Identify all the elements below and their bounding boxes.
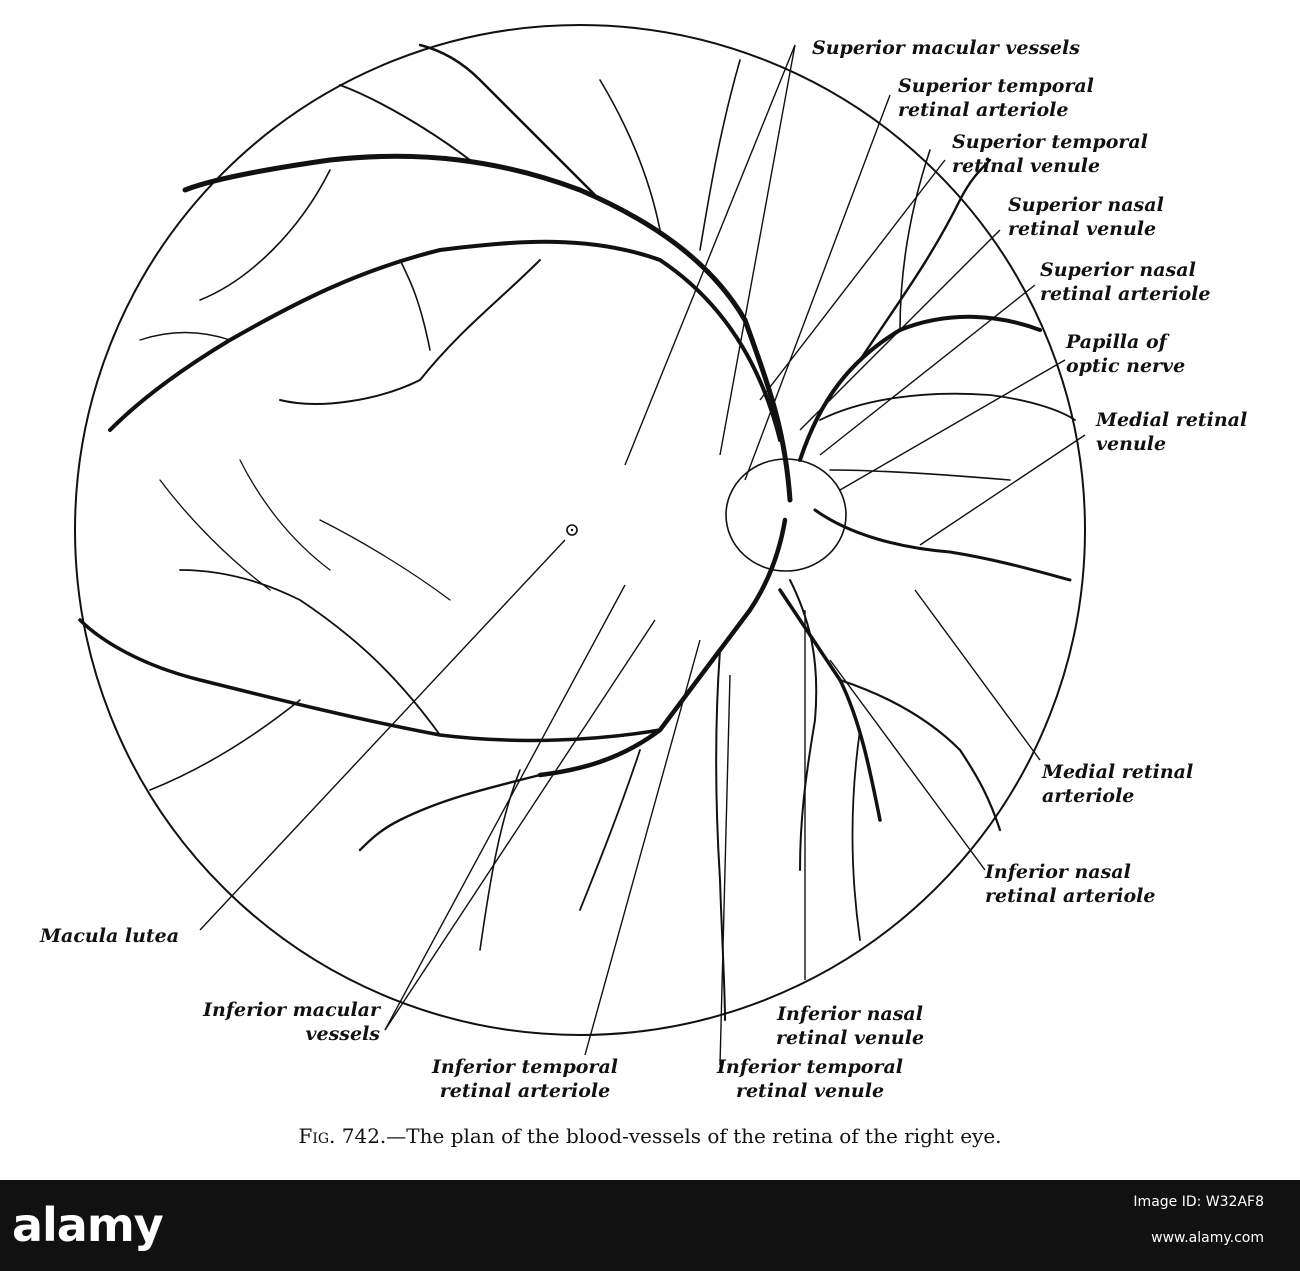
image-id-text: Image ID: W32AF8	[1133, 1194, 1264, 1210]
inferior-temporal-branch-f	[479, 769, 521, 951]
label-inferior-nasal-arteriole: Inferior nasal retinal arteriole	[985, 861, 1156, 907]
label-superior-temporal-venule: Superior temporal retinal venule	[952, 131, 1148, 177]
leader-inferior-macular-b	[384, 619, 656, 1031]
inferior-temporal-branch	[358, 773, 542, 852]
superior-nasal-branch-c	[899, 149, 931, 331]
label-inferior-temporal-arteriole: Inferior temporal retinal arteriole	[432, 1056, 618, 1102]
label-inferior-temporal-venule: Inferior temporal retinal venule	[717, 1056, 903, 1102]
superior-branch-d	[399, 259, 431, 351]
leader-inferior-temporal-arteriole	[584, 639, 701, 1056]
inferior-temporal-vessel-b	[78, 618, 662, 743]
retina-figure: Superior macular vessels Superior tempor…	[40, 24, 1248, 1102]
superior-nasal-vessel	[798, 314, 1042, 462]
label-superior-nasal-venule: Superior nasal retinal venule	[1008, 194, 1164, 240]
superior-branch-c	[279, 259, 541, 405]
leader-superior-nasal-arteriole	[819, 284, 1036, 456]
macula-lutea-mark	[566, 524, 578, 536]
macula-center-dot	[570, 528, 574, 532]
main-vessels	[78, 43, 1076, 1021]
inferior-temporal-branch-d	[179, 569, 441, 736]
superior-temporal-vessel-b	[108, 239, 782, 442]
leader-medial-arteriole	[914, 589, 1041, 761]
temporal-fine-a	[239, 459, 331, 571]
figure-caption: Fig. 742.—The plan of the blood-vessels …	[0, 1124, 1300, 1148]
brand-logo: alamy	[12, 1198, 164, 1252]
label-superior-nasal-arteriole: Superior nasal retinal arteriole	[1040, 259, 1211, 305]
label-medial-retinal-venule: Medial retinal venule	[1096, 409, 1248, 455]
superior-branch-e	[599, 79, 661, 231]
inferior-nasal-branch-b	[851, 729, 861, 941]
label-inferior-macular-vessels: Inferior macular vessels	[203, 999, 380, 1045]
leader-lines	[199, 44, 1086, 1066]
label-superior-temporal-arteriole: Superior temporal retinal arteriole	[898, 75, 1094, 121]
leader-superior-temporal-arteriole	[744, 94, 891, 481]
label-inferior-nasal-venule: Inferior nasal retinal venule	[775, 1003, 925, 1049]
superior-branch-h	[139, 331, 231, 341]
leader-papilla	[839, 359, 1066, 491]
leader-superior-temporal-venule	[759, 159, 946, 401]
inferior-temporal-branch-c	[579, 749, 641, 911]
temporal-fine-b	[159, 479, 271, 591]
label-papilla-optic-nerve: Papilla of optic nerve	[1066, 331, 1186, 377]
retina-diagram	[74, 24, 1086, 1066]
leader-superior-nasal-venule	[799, 229, 1001, 431]
leader-medial-venule	[919, 434, 1086, 546]
superior-nasal-branch-b	[819, 392, 1076, 421]
inferior-temporal-branch-e	[149, 699, 301, 791]
temporal-fine-c	[319, 519, 451, 601]
leader-superior-macular	[624, 44, 796, 466]
superior-branch-b	[339, 84, 471, 161]
label-macula-lutea: Macula lutea	[40, 925, 180, 947]
caption-text: —The plan of the blood-vessels of the re…	[386, 1124, 1002, 1148]
inferior-nasal-vessel	[778, 588, 882, 822]
label-medial-retinal-arteriole: Medial retinal arteriole	[1042, 761, 1194, 807]
leader-macula	[199, 539, 566, 931]
superior-branch-f	[699, 59, 741, 251]
inferior-nasal-branch	[838, 678, 1002, 832]
leader-inferior-nasal-arteriole	[829, 659, 986, 871]
inferior-temporal-vessel	[537, 517, 788, 778]
medial-venule	[813, 508, 1072, 582]
leader-superior-macular-b	[719, 44, 796, 456]
brand-url: www.alamy.com	[1151, 1230, 1264, 1246]
leader-inferior-temporal-venule	[719, 674, 731, 1066]
watermark-bar: alamy Image ID: W32AF8 www.alamy.com	[0, 1180, 1300, 1271]
retina-outline	[74, 24, 1086, 1036]
inferior-temporal-branch-b	[715, 649, 726, 1021]
label-superior-macular-vessels: Superior macular vessels	[812, 37, 1080, 59]
medial-arteriole-mid	[829, 469, 1011, 481]
superior-branch-a	[418, 43, 602, 202]
superior-nasal-branch	[858, 158, 992, 362]
figure-number: Fig. 742.	[298, 1124, 387, 1148]
superior-temporal-vessel	[182, 153, 793, 503]
superior-branch-g	[199, 169, 331, 301]
leader-inferior-macular-a	[384, 584, 626, 1031]
